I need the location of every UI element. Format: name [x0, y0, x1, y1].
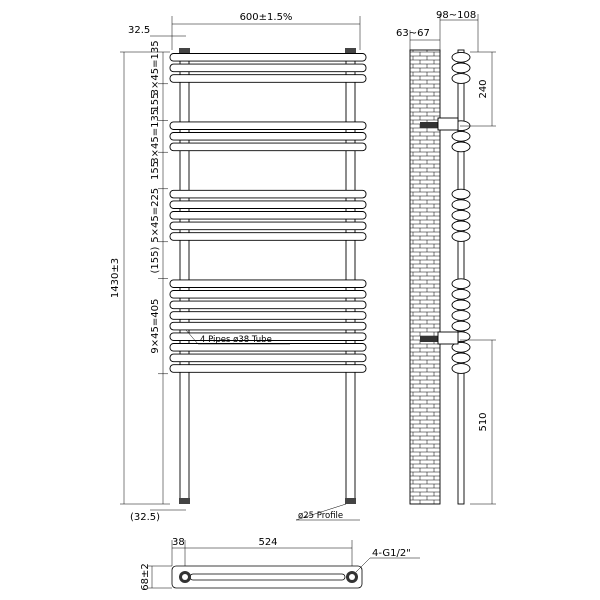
horizontal-bar	[169, 332, 367, 341]
left-top-cap	[179, 48, 190, 54]
side-bead	[451, 220, 471, 232]
bottom-view: 38 524 4-G1/2" 68±2	[140, 537, 420, 591]
horizontal-bars	[169, 53, 367, 373]
side-bead	[451, 188, 471, 200]
side-bead	[451, 288, 471, 300]
group-label: 9×45=405	[150, 299, 161, 354]
bv-offset-label: 38	[172, 537, 185, 548]
horizontal-bar	[169, 300, 367, 310]
wall-label: 63~67	[396, 28, 430, 39]
right-top-cap	[345, 48, 356, 54]
pipes-leader	[185, 329, 199, 345]
bottom-bracket	[420, 331, 459, 345]
side-bead	[451, 62, 471, 74]
bv-right-port-inner	[349, 574, 355, 580]
horizontal-bar	[169, 279, 367, 288]
bv-left-port-inner	[182, 574, 188, 580]
horizontal-bar	[169, 53, 367, 62]
side-bead	[451, 299, 471, 311]
horizontal-bar	[169, 343, 367, 352]
top-bracket	[420, 117, 459, 131]
side-bead	[451, 363, 471, 374]
horizontal-bar	[169, 221, 367, 231]
side-bead	[451, 51, 471, 63]
pipes-note: 4 Pipes ø38 Tube	[200, 335, 272, 345]
bv-connection-label: 4-G1/2"	[372, 548, 411, 559]
horizontal-bar	[169, 74, 367, 83]
left-bottom-cap	[179, 498, 190, 504]
horizontal-bar	[169, 200, 367, 209]
group-label: (155)	[150, 247, 161, 274]
profile-leader	[295, 503, 347, 521]
group-label: 3×45=135	[150, 109, 161, 164]
side-bead	[451, 130, 471, 142]
bv-slot	[189, 573, 346, 581]
horizontal-bar	[169, 232, 367, 241]
side-bead	[451, 199, 471, 211]
side-bead	[451, 310, 471, 321]
depth-label: 98~108	[436, 10, 476, 21]
horizontal-bar	[169, 189, 367, 199]
horizontal-bar	[169, 63, 367, 73]
side-bead	[451, 352, 471, 364]
bv-depth-label: 68±2	[140, 563, 151, 590]
height-label: 1430±3	[110, 258, 121, 298]
profile-note: ø25 Profile	[298, 511, 343, 521]
horizontal-bar	[169, 121, 367, 130]
horizontal-bar	[169, 311, 367, 320]
side-bead	[451, 73, 471, 84]
width-label: 600±1.5%	[240, 12, 293, 23]
group-label: 5×45=225	[150, 188, 161, 243]
horizontal-bar	[169, 364, 367, 373]
side-bead	[451, 141, 471, 153]
top-bracket-label: 240	[478, 79, 489, 98]
horizontal-bar	[169, 321, 367, 331]
side-bead	[451, 320, 471, 332]
side-bead	[451, 278, 471, 290]
bottom-offset-label: (32.5)	[130, 512, 160, 523]
offset-top-label: 32.5	[128, 25, 150, 36]
wall-brick	[409, 49, 441, 505]
side-pipe	[457, 49, 465, 505]
group-label: 155	[150, 161, 161, 180]
bv-centers-label: 524	[258, 537, 277, 548]
right-bottom-cap	[345, 498, 356, 504]
front-view: 600±1.5% 32.5 1430±3 3×45=1351553×45=135…	[110, 12, 367, 523]
horizontal-bar	[169, 353, 367, 363]
bottom-bracket-label: 510	[478, 412, 489, 431]
horizontal-bar	[169, 211, 367, 220]
group-label: 3×45=135	[150, 40, 161, 95]
side-view: 63~67 98~108 240	[396, 10, 496, 505]
side-column	[451, 49, 471, 505]
side-bead	[451, 341, 471, 353]
horizontal-bar	[169, 132, 367, 141]
side-bead	[451, 209, 471, 221]
left-tube	[179, 49, 190, 503]
side-bead	[451, 231, 471, 242]
group-label: 155	[150, 93, 161, 112]
bv-connection-leader	[355, 557, 371, 573]
horizontal-bar	[169, 142, 367, 152]
right-tube	[345, 49, 356, 503]
group-labels: 3×45=1351553×45=1351555×45=225(155)9×45=…	[150, 40, 168, 375]
horizontal-bar	[169, 290, 367, 299]
bv-outline	[171, 565, 363, 589]
